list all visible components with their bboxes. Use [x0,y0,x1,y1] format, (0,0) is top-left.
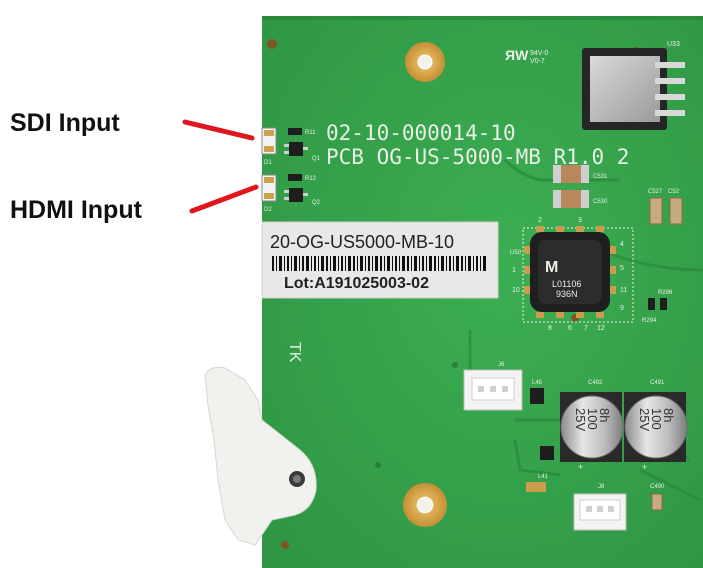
pin-number: 6 [568,325,572,332]
ref-u50: U50 [510,250,522,256]
capacitor-c530 [553,190,589,208]
ref-d1: D1 [264,160,272,166]
sdi-input-label: SDI Input [10,109,120,137]
capacitor-c531 [553,165,589,183]
electrolytic-capacitor-right: 8h 100 25V [624,392,688,462]
led-d1 [261,127,277,155]
ref-c490: C490 [650,484,665,490]
transistor-q1 [284,142,308,156]
rating-mark-2: V0-7 [530,58,545,65]
polarity-mark: + [642,462,647,472]
cap-left-voltage: 25V [573,408,588,431]
ref-c491: C491 [650,380,665,386]
connector-j6 [463,369,523,411]
pin-number: 10 [512,287,520,294]
pin-number: 12 [597,325,605,332]
ref-c492: C492 [588,380,603,386]
inductor-code-1: L01106 [552,279,581,289]
ref-c527: C527 [648,189,663,195]
capacitor-c490 [651,493,663,511]
ref-l41: L41 [538,474,549,480]
resistor-r11 [288,128,302,135]
silkscreen-line-1: 02-10-000014-10 [326,121,516,145]
resistor-r294 [660,298,667,310]
pin-number: 1 [512,267,516,274]
power-inductor: M L01106 936N [522,226,634,323]
resistor-r296 [648,298,655,310]
cap-left-value: 100 [585,408,600,430]
capacitor-c527 [649,197,663,225]
polarity-mark: + [578,462,583,472]
cap-right-value: 100 [649,408,664,430]
inductor-l45 [530,388,544,404]
ref-r296: R296 [658,290,673,296]
ic-ref: U33 [667,41,680,48]
ref-q1: Q1 [312,156,321,162]
barcode [272,256,486,271]
regulator-ic [582,48,685,130]
capacitor-c52 [669,197,683,225]
connector-j8 [573,493,627,531]
ref-d2: D2 [264,207,272,213]
ref-j6: J6 [498,362,505,368]
tk-mark: TK [286,342,303,363]
cap-right-series: 8h [661,408,676,422]
transistor-q2 [284,188,308,202]
ref-c530: C530 [593,199,608,205]
resistor-r12 [288,174,302,181]
smd-component [526,482,546,492]
pin-number: 2 [538,217,542,224]
ref-r294: R294 [642,318,657,324]
sticker-lot: Lot:A191025003-02 [284,275,429,292]
ul-mark: ЯW [505,47,529,63]
hdmi-input-label: HDMI Input [10,196,142,224]
cap-left-series: 8h [597,408,612,422]
ref-c52: C52 [668,189,680,195]
pin-number: 5 [620,265,624,272]
part-sticker: 20-OG-US5000-MB-10 [261,221,499,299]
led-d2 [261,174,277,202]
pin-number: 4 [620,241,624,248]
inductor-logo: M [545,259,558,276]
inductor-code-2: 936N [556,289,578,299]
ref-r11: R11 [305,130,316,136]
cap-right-voltage: 25V [637,408,652,431]
ref-j8: J8 [598,484,605,490]
pin-number: 3 [578,217,582,224]
pin-number: 8 [548,325,552,332]
ref-q2: Q2 [312,200,321,206]
pin-number: 7 [584,325,588,332]
pin-number: 11 [620,287,627,294]
rating-mark: 94V-0 [530,50,548,57]
sticker-part-number: 20-OG-US5000-MB-10 [270,232,454,252]
smd-component [540,446,554,460]
ref-r12: R12 [305,176,317,182]
electrolytic-capacitor-left: 8h 100 25V [560,392,624,462]
pin-number: 9 [620,305,624,312]
ref-l45: L45 [532,380,543,386]
card-ejector-latch [204,366,317,546]
ref-c531: C531 [593,174,608,180]
